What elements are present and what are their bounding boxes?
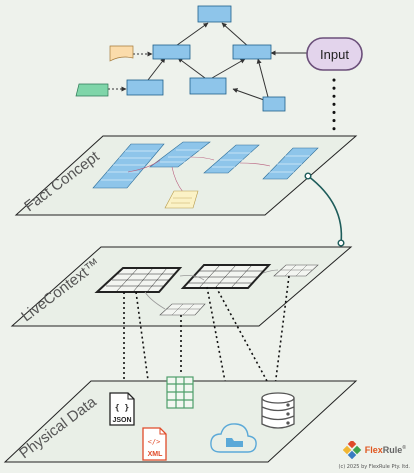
context-table-right bbox=[273, 264, 319, 277]
context-relations bbox=[144, 269, 279, 310]
svg-text:</>: </> bbox=[148, 438, 161, 446]
yellow-concept-note bbox=[164, 190, 199, 209]
json-file-icon: { } JSON bbox=[109, 392, 135, 426]
context-table-small bbox=[159, 303, 206, 316]
graph-node bbox=[197, 5, 232, 23]
top-concept-graph: Input bbox=[75, 5, 363, 134]
graph-node bbox=[232, 44, 272, 60]
svg-text:{ }: { } bbox=[115, 403, 130, 412]
context-table-left bbox=[94, 267, 183, 293]
graph-node bbox=[189, 77, 227, 95]
flexrule-logo-icon bbox=[342, 441, 362, 459]
xml-file-icon: </> XML bbox=[142, 427, 167, 461]
cloud-folder-icon bbox=[210, 423, 257, 453]
graph-node bbox=[126, 79, 164, 96]
xml-file-label: XML bbox=[148, 451, 164, 458]
fact-concept-plane bbox=[14, 135, 358, 216]
flexrule-brand: FlexRule® bbox=[342, 441, 406, 459]
json-file-label: JSON bbox=[112, 417, 131, 424]
graph-edges bbox=[108, 22, 307, 101]
database-icon bbox=[261, 392, 295, 429]
physical-data-layer: Physical Data { } JSON </> XML bbox=[3, 376, 358, 463]
fact-concept-layer: Fact Concept bbox=[14, 135, 358, 216]
green-note-shape bbox=[75, 83, 109, 97]
input-node: Input bbox=[306, 37, 363, 71]
concept-relations bbox=[127, 156, 271, 193]
copyright-text: (c) 2025 by FlexRule Pty. ltd. bbox=[338, 464, 410, 470]
flexrule-brand-name: FlexRule® bbox=[364, 445, 406, 455]
graph-node bbox=[152, 44, 191, 60]
context-table-center bbox=[180, 264, 272, 289]
graph-node bbox=[262, 96, 286, 112]
orange-note-shape bbox=[109, 45, 134, 62]
concept-entity-rows bbox=[101, 149, 310, 181]
input-label: Input bbox=[320, 47, 349, 62]
layer-connector-curve bbox=[304, 172, 345, 247]
live-context-layer: LiveContext™ bbox=[10, 246, 353, 327]
table-icon bbox=[166, 376, 194, 409]
